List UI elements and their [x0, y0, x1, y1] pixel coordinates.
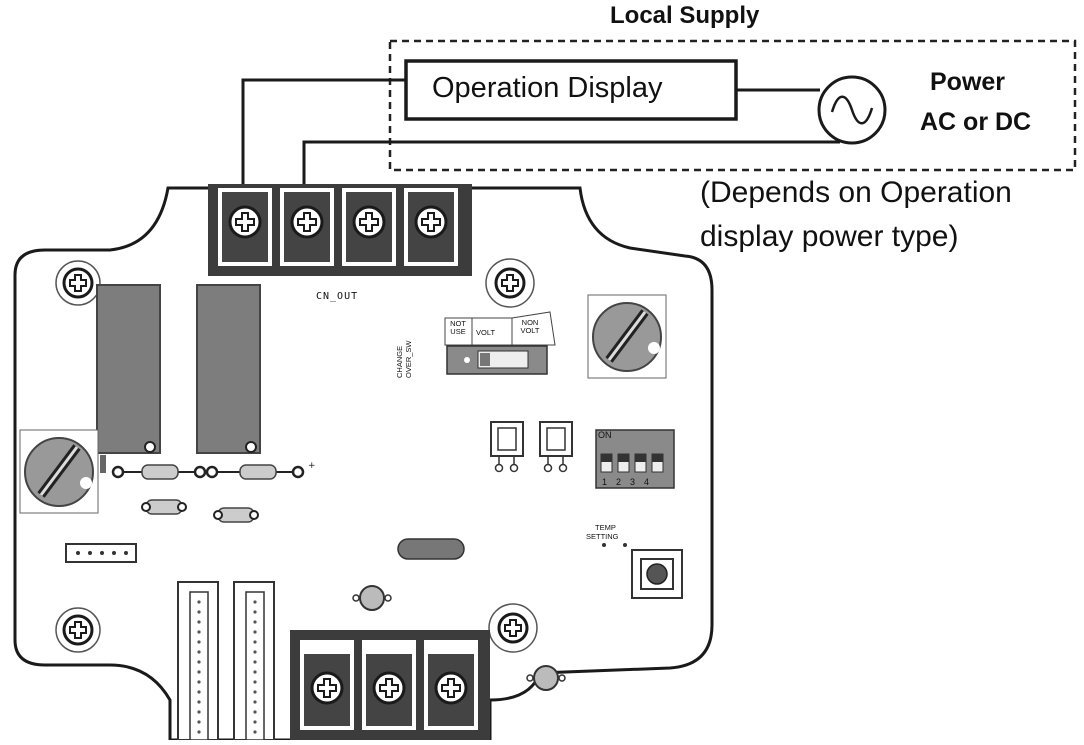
- switch-not-use-label: NOT USE: [450, 319, 466, 336]
- power-type-label: AC or DC: [920, 108, 1032, 136]
- power-source-symbol: [817, 75, 887, 145]
- relays: [96, 284, 261, 454]
- dip-numbers-label: 1234: [602, 477, 659, 487]
- pin-header: [65, 543, 137, 563]
- local-supply-label: Local Supply: [610, 2, 760, 29]
- depends-note-line1: (Depends on Operation: [700, 176, 1012, 209]
- temp-setting-label-2: SETTING: [586, 532, 619, 541]
- led-holders: [490, 421, 573, 473]
- power-label: Power: [930, 68, 1006, 96]
- switch-volt-label: VOLT: [476, 328, 496, 337]
- oval-pad: [397, 538, 465, 560]
- svg-text:+: +: [308, 461, 316, 471]
- local-supply-box: [388, 39, 1077, 172]
- operation-display-label: Operation Display: [432, 72, 663, 104]
- wire-1: [241, 78, 405, 204]
- rotary-switch-left: [19, 429, 106, 514]
- dip-switch: [595, 429, 675, 489]
- rotary-switch-right: [587, 294, 667, 379]
- bottom-leds: [352, 585, 566, 691]
- dip-on-label: ON: [598, 430, 612, 440]
- terminal-screws-top: [228, 205, 448, 239]
- change-over-switch: [444, 311, 556, 375]
- terminal-block-bottom: [290, 630, 490, 740]
- depends-note-line2: display power type): [700, 220, 959, 253]
- temp-setting-label-1: TEMP: [595, 523, 616, 532]
- resistors: +: [111, 461, 316, 523]
- temp-setting-button: [602, 543, 683, 599]
- operation-display-box: [404, 59, 738, 121]
- ribbon-connectors: [177, 581, 275, 741]
- cn-out-label: CN_OUT: [316, 291, 359, 302]
- change-over-switch-label: CHANGE OVER_SW: [395, 340, 413, 378]
- switch-non-volt-label: NON VOLT: [520, 318, 540, 335]
- mounting-screws: [55, 258, 538, 653]
